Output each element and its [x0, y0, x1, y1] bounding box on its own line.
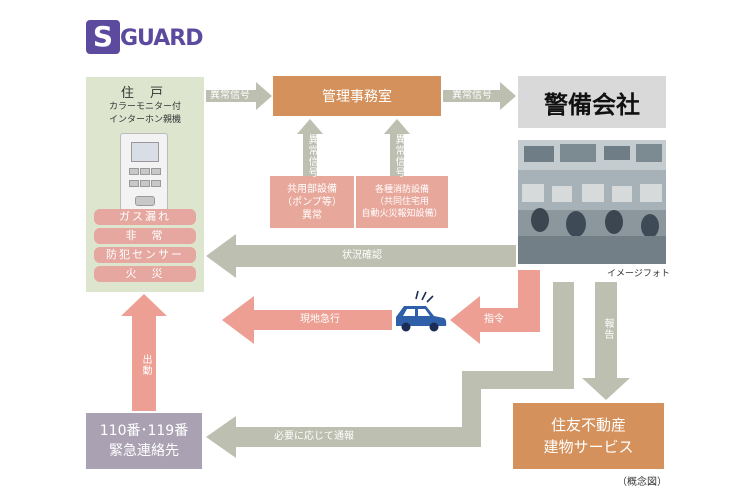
- office-photo: [518, 140, 666, 264]
- fire-equipment-box: 各種消防設備 （共同住宅用 自動火災報知設備）: [356, 176, 448, 228]
- common-equipment-line: （ポンプ等）: [282, 196, 342, 208]
- fire-equipment-line: 自動火災報知設備）: [361, 209, 443, 219]
- arrow-fire-to-office: [384, 119, 410, 176]
- photo-caption: イメージフォト: [607, 269, 670, 279]
- patrol-car-icon: [396, 290, 447, 332]
- residence-title: 住 戸: [120, 86, 170, 101]
- alarm-fire: 火 災: [94, 266, 196, 282]
- fire-equipment-line: 各種消防設備: [374, 185, 429, 195]
- arrow-pump-to-office: [297, 119, 323, 176]
- logo-text: GUARD: [120, 26, 203, 51]
- emergency-contact-box: 110番･119番 緊急連絡先: [86, 413, 202, 469]
- alarm-intrusion-sensor: 防犯センサー: [94, 247, 196, 263]
- label-dispatch-up: 出動: [140, 354, 151, 376]
- common-equipment-line: 異常: [301, 209, 322, 221]
- alarm-gas-leak: ガス漏れ: [94, 209, 196, 225]
- concept-note: （概念図）: [617, 477, 667, 488]
- sumitomo-building-service-box: 住友不動産 建物サービス: [513, 403, 664, 469]
- intercom-call-button: [135, 196, 155, 206]
- fire-equipment-line: （共同住宅用: [374, 197, 429, 207]
- arrow-dispatch-up: [121, 294, 167, 411]
- residence-panel: 住 戸 カラーモニター付 インターホン親機 ガス漏れ 非 常 防犯センサー 火 …: [86, 77, 204, 292]
- arrow-notify: [206, 282, 574, 458]
- arrow-residence-to-office: [206, 82, 272, 110]
- logo-mark: S: [86, 20, 120, 54]
- office-photo-illustration: [518, 140, 666, 264]
- arrow-report: [582, 282, 630, 400]
- common-equipment-box: 共用部設備 （ポンプ等） 異常: [270, 176, 354, 228]
- intercom-icon: [120, 133, 168, 215]
- label-dispatch: 現地急行: [300, 314, 340, 325]
- intercom-button: [129, 168, 139, 175]
- label-notify-if-needed: 必要に応じて通報: [274, 431, 354, 442]
- intercom-button: [129, 180, 139, 187]
- emergency-line: 110番･119番: [99, 423, 189, 439]
- security-company-box: 警備会社: [518, 76, 666, 128]
- residence-subtitle: カラーモニター付 インターホン親機: [86, 101, 204, 127]
- arrow-status-check: [206, 234, 516, 278]
- label-command: 指令: [484, 314, 504, 325]
- intercom-button: [151, 168, 161, 175]
- sumitomo-line: 住友不動産: [550, 416, 626, 434]
- label-report: 報告: [602, 318, 613, 340]
- intercom-screen: [131, 142, 159, 162]
- alarm-emergency: 非 常: [94, 228, 196, 244]
- common-equipment-line: 共用部設備: [286, 183, 337, 195]
- residence-subtitle-line: カラーモニター付: [108, 102, 181, 112]
- management-office-box: 管理事務室: [273, 76, 441, 116]
- label-abnormal-signal-pump: 異常信号: [306, 134, 317, 178]
- residence-subtitle-line: インターホン親機: [108, 115, 181, 125]
- arrow-dispatch: [222, 296, 392, 344]
- intercom-button: [140, 180, 150, 187]
- label-abnormal-signal-right: 異常信号: [452, 90, 492, 101]
- arrow-office-to-security: [443, 82, 516, 110]
- intercom-button: [140, 168, 150, 175]
- label-abnormal-signal-left: 異常信号: [210, 90, 250, 101]
- label-status-check: 状況確認: [342, 250, 382, 261]
- sguard-logo: S GUARD: [86, 20, 236, 54]
- arrow-command: [450, 270, 540, 344]
- emergency-line: 緊急連絡先: [108, 443, 179, 459]
- sumitomo-line: 建物サービス: [543, 438, 634, 456]
- label-abnormal-signal-fire: 異常信号: [393, 134, 404, 178]
- intercom-button: [151, 180, 161, 187]
